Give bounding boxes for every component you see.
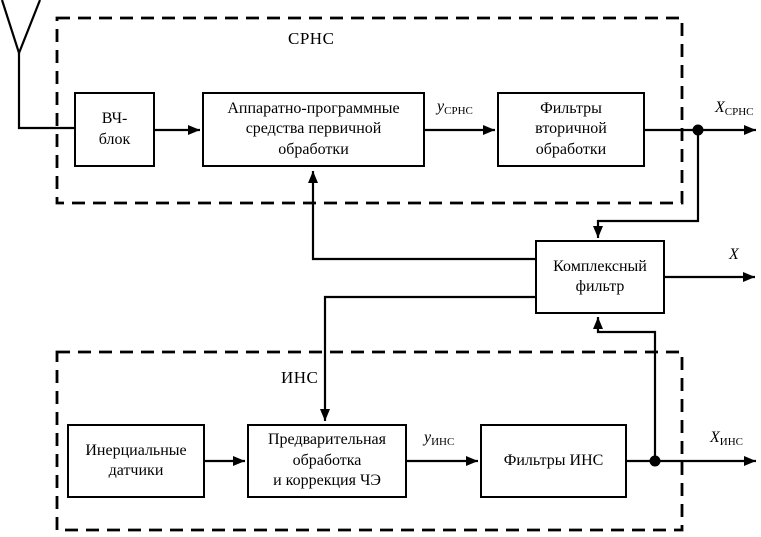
block-secondary-filters: Фильтры вторичной обработки	[497, 92, 645, 167]
connector-complex-to-primary-feedback	[308, 171, 535, 261]
label-x-ins-sub: ИНС	[719, 436, 744, 448]
label-y-srns-base: y	[437, 98, 445, 115]
srns-group-frame	[55, 16, 684, 205]
block-rf-unit-label: ВЧ- блок	[98, 110, 131, 148]
antenna-v-arms	[0, 0, 42, 57]
block-preprocessing: Предварительная обработка и коррекция ЧЭ	[247, 424, 407, 498]
ins-group-frame	[55, 350, 684, 532]
label-y-ins-sub: ИНС	[431, 436, 455, 448]
block-complex-filter: Комплексный фильтр	[535, 240, 665, 314]
block-preprocessing-label: Предварительная обработка и коррекция ЧЭ	[268, 431, 386, 490]
label-y-ins-base: y	[424, 429, 432, 446]
block-primary-processing: Аппаратно-программные средства первичной…	[202, 92, 425, 167]
block-inertial-sensors: Инерциальные датчики	[67, 424, 205, 498]
label-y-srns: yСРНС	[437, 98, 473, 117]
junction-dot-xins	[649, 455, 661, 467]
block-rf-unit: ВЧ- блок	[74, 92, 155, 167]
connector-xsrns-to-complex-top	[593, 130, 700, 238]
block-complex-filter-label: Комплексный фильтр	[553, 257, 647, 295]
connector-complex-to-preprocessing-feedback	[320, 295, 535, 421]
block-ins-filters-label: Фильтры ИНС	[503, 451, 604, 469]
ins-group-label: ИНС	[281, 368, 319, 387]
block-inertial-sensors-label: Инерциальные датчики	[85, 441, 187, 479]
label-x-srns: XСРНС	[715, 99, 754, 118]
connector-xins-to-complex-bottom	[593, 317, 657, 461]
label-x-srns-sub: СРНС	[724, 106, 754, 118]
label-y-srns-sub: СРНС	[444, 105, 473, 117]
antenna-icon	[0, 0, 74, 130]
antenna-mast	[17, 53, 74, 130]
block-secondary-filters-label: Фильтры вторичной обработки	[535, 99, 607, 158]
label-x-ins-base: X	[710, 429, 720, 446]
label-x-ins: XИНС	[710, 429, 744, 448]
label-x-srns-base: X	[715, 99, 725, 116]
label-y-ins: yИНС	[424, 429, 455, 448]
block-primary-processing-label: Аппаратно-программные средства первичной…	[227, 99, 400, 158]
block-ins-filters: Фильтры ИНС	[480, 424, 627, 498]
junction-dot-xsrns	[692, 124, 704, 136]
label-x-output: X	[729, 246, 739, 264]
label-x-output-base: X	[729, 246, 739, 263]
srns-group-label: СРНС	[288, 29, 335, 48]
